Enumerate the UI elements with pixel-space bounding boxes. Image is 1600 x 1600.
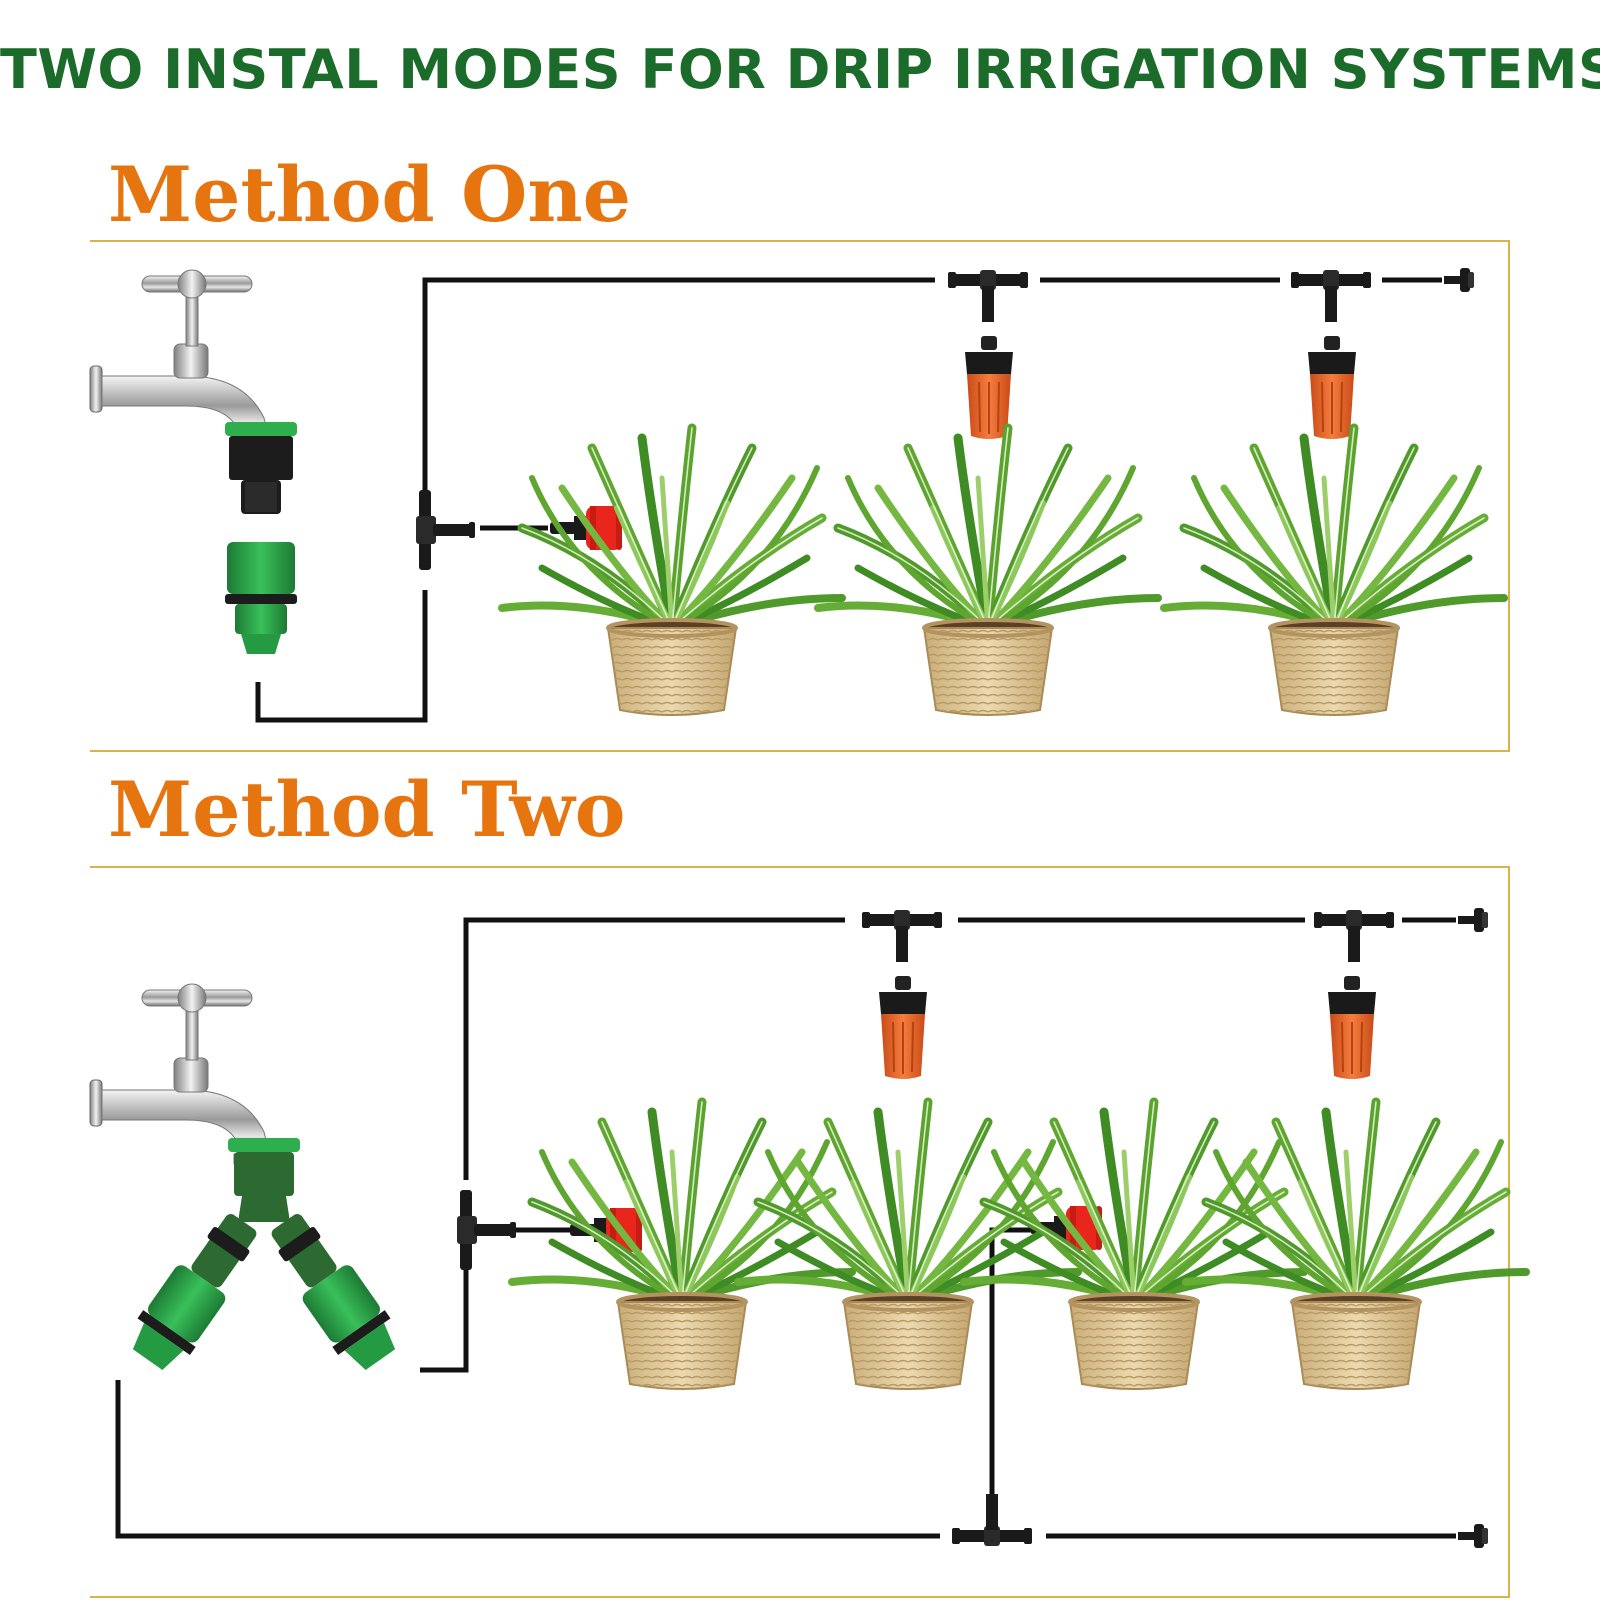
potted-plant-icon xyxy=(818,428,1158,715)
adjustable-dripper-icon xyxy=(964,335,1014,440)
method-two-tubing xyxy=(115,917,1456,1539)
method-two-panel xyxy=(90,866,1510,1598)
end-plug-icon xyxy=(1444,268,1474,292)
tee-connector-icon xyxy=(952,1494,1032,1546)
potted-plant-icon xyxy=(738,1102,1078,1389)
hose-connector-icon xyxy=(225,422,297,654)
adjustable-dripper-icon xyxy=(1307,335,1357,440)
method-two-title: Method Two xyxy=(108,765,626,854)
tee-connector-icon xyxy=(1314,910,1394,962)
potted-plant-icon xyxy=(502,428,842,715)
method-one-tubing xyxy=(255,277,1442,723)
adjustable-dripper-icon xyxy=(1327,975,1377,1080)
page-title: TWO INSTAL MODES FOR DRIP IRRIGATION SYS… xyxy=(0,38,1600,101)
potted-plant-icon xyxy=(512,1102,852,1389)
tee-connector-icon xyxy=(948,270,1028,322)
method-one-panel xyxy=(90,240,1510,752)
potted-plant-icon xyxy=(964,1102,1304,1389)
end-plug-icon xyxy=(1458,1524,1488,1548)
y-splitter-icon xyxy=(121,1138,407,1378)
adjustable-dripper-icon xyxy=(878,975,928,1080)
tee-connector-icon xyxy=(457,1190,516,1270)
potted-plant-icon xyxy=(1186,1102,1526,1389)
potted-plant-icon xyxy=(1164,428,1504,715)
tee-connector-icon xyxy=(416,490,475,570)
tee-connector-icon xyxy=(1291,270,1371,322)
method-one-title: Method One xyxy=(108,150,631,239)
faucet-icon xyxy=(89,983,275,1165)
end-plug-icon xyxy=(1458,908,1488,932)
tee-connector-icon xyxy=(862,910,942,962)
